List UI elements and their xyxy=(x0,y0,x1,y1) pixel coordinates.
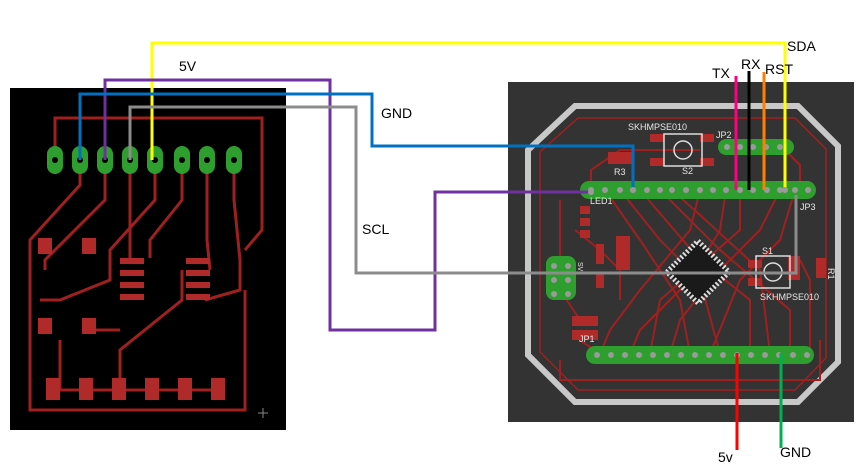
s2-label: S2 xyxy=(682,166,693,176)
label-tx: TX xyxy=(712,65,731,81)
right-board-sv-header xyxy=(546,256,576,300)
s1-label: S1 xyxy=(762,246,773,256)
left-board-pads xyxy=(38,238,225,400)
left-sensor-board xyxy=(10,88,286,430)
label-5v-top: 5V xyxy=(179,58,197,74)
label-5v-bottom: 5v xyxy=(718,449,733,464)
label-gnd-bottom: GND xyxy=(780,444,811,460)
label-rst: RST xyxy=(765,61,793,77)
switch-bottom-part-label: SKHMPSE010 xyxy=(760,292,819,302)
wires xyxy=(78,41,798,450)
label-gnd-top: GND xyxy=(381,105,412,121)
label-rx: RX xyxy=(741,56,761,72)
wire-scl xyxy=(128,105,798,275)
right-controller-board: SKHMPSE010 SKHMPSE010 JP2 JP3 S1 S2 R1 R… xyxy=(508,82,854,422)
right-board-outline xyxy=(525,103,841,405)
wire-gnd-top xyxy=(78,92,635,190)
origin-cross xyxy=(258,408,268,418)
right-board-top-header xyxy=(580,181,816,199)
label-sda: SDA xyxy=(787,38,816,54)
sv-label: SV xyxy=(576,262,583,272)
left-board-traces xyxy=(28,116,264,412)
wire-sda xyxy=(150,41,787,190)
right-board-smd-parts xyxy=(572,134,826,340)
right-board-jp2-header xyxy=(718,139,794,155)
label-scl: SCL xyxy=(362,221,389,237)
r1-label: R1 xyxy=(826,268,836,280)
r3-label: R3 xyxy=(614,167,626,177)
jp2-label: JP2 xyxy=(716,130,732,140)
right-board-bottom-header xyxy=(586,346,814,364)
switch-s2 xyxy=(663,133,703,167)
wire-5v-top xyxy=(103,78,591,332)
jp1-label: JP1 xyxy=(579,334,595,344)
led1-label: LED1 xyxy=(590,196,613,206)
switch-top-part-label: SKHMPSE010 xyxy=(628,122,687,132)
jp3-label: JP3 xyxy=(800,202,816,212)
